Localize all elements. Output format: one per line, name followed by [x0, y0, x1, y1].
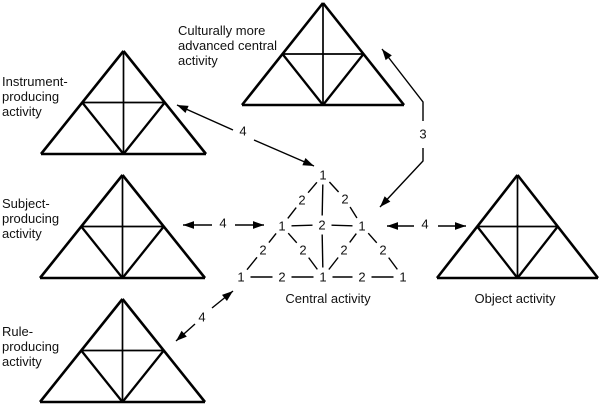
advanced-central-activity-triangle-inner-diagonal-right: [322, 53, 365, 106]
central-activity-network-node-inner-right: 2: [340, 243, 347, 258]
arrow-central-object: 4: [387, 217, 466, 232]
central-activity-network-node-inner-left: 2: [299, 243, 306, 258]
arrow-central-object-label: 4: [421, 217, 428, 232]
central-activity-network-dash-apex-center: [321, 184, 324, 216]
arrow-instrument-central-arrowhead-end: [302, 158, 314, 166]
central-activity-network-dash-inner-left-bottom-center: [308, 257, 318, 270]
subject-activity-triangle: [38, 174, 207, 280]
central-activity-network-dash-apex-upper-right: [328, 181, 340, 193]
arrow-advanced-central: 3: [379, 48, 427, 208]
central-activity-network-node-bottom-left: 1: [237, 270, 244, 285]
central-activity-network-dash-mid-left-inner-left: [287, 232, 298, 244]
rule-activity-triangle: [38, 298, 207, 404]
central-activity-network-node-lower-right-edge: 2: [379, 243, 386, 258]
arrow-instrument-central: 4: [176, 104, 315, 167]
arrow-advanced-central-label: 3: [419, 127, 426, 142]
object-activity-triangle: [435, 174, 600, 280]
object-activity-triangle-inner-diagonal-right: [516, 225, 559, 279]
central-activity-network-node-mid-left: 1: [278, 219, 285, 234]
central-activity-network-dash-center-mid-right: [331, 224, 353, 227]
arrow-subject-central-label: 4: [219, 216, 226, 231]
arrow-advanced-central-line-0: [381, 48, 424, 121]
central-activity-network-dash-mid-right-inner-right: [349, 233, 357, 243]
arrow-advanced-central-arrowhead-start: [382, 49, 392, 61]
central-activity-network-node-bottom-right: 1: [399, 270, 406, 285]
central-activity-network-dash-lower-right-edge-bottom-right: [388, 257, 398, 270]
central-activity-network-node-center: 2: [318, 218, 325, 233]
subject-activity-triangle-inner-diagonal-left: [80, 225, 124, 279]
arrow-subject-central-arrowhead-start: [183, 221, 194, 229]
central-activity-network-node-bottom-center: 1: [319, 270, 326, 285]
central-activity-network-dash-upper-left-mid-left: [287, 207, 297, 219]
arrow-subject-central: 4: [183, 216, 264, 231]
central-activity-network-dash-lower-left-edge-bottom-left: [246, 256, 258, 271]
arrow-central-object-arrowhead-start: [387, 222, 398, 230]
advanced-central-activity-triangle: [240, 2, 406, 107]
arrow-instrument-central-arrowhead-start: [177, 105, 189, 114]
arrow-instrument-central-label: 4: [239, 124, 246, 139]
central-activity-network-dash-apex-upper-left: [307, 181, 318, 194]
central-activity-network-dash-upper-right-mid-right: [349, 206, 358, 219]
arrow-rule-central-label: 4: [198, 310, 205, 325]
rule-activity-triangle-inner-diagonal-right: [121, 349, 165, 403]
arrow-rule-central-arrowhead-end: [221, 291, 233, 301]
central-activity-network-node-apex: 1: [319, 168, 326, 183]
arrow-advanced-central-arrowhead-end: [380, 196, 391, 207]
central-activity-network-node-upper-left: 2: [298, 193, 305, 208]
instrument-activity-triangle-inner-diagonal-left: [81, 101, 125, 155]
central-activity-network-node-mid-right: 1: [358, 219, 365, 234]
central-activity-network-dash-mid-right-lower-right-edge: [367, 232, 378, 244]
central-activity-network-dash-inner-right-bottom-center: [328, 257, 339, 270]
arrow-advanced-central-line-1: [379, 148, 424, 208]
arrow-rule-central: 4: [175, 290, 234, 342]
rule-activity-triangle-inner-diagonal-left: [80, 349, 124, 403]
arrow-subject-central-arrowhead-end: [253, 221, 264, 229]
central-activity-network-dash-mid-left-center: [291, 224, 313, 227]
object-activity-triangle-inner-diagonal-left: [476, 225, 519, 279]
central-activity-network-node-upper-right: 2: [341, 192, 348, 207]
advanced-central-activity-triangle-inner-diagonal-left: [281, 53, 324, 106]
arrow-central-object-arrowhead-end: [455, 222, 466, 230]
central-activity-network-node-lower-left-edge: 2: [259, 243, 266, 258]
instrument-activity-triangle-inner-diagonal-right: [122, 101, 166, 155]
central-activity-network-node-bottom-mid-right: 2: [358, 270, 365, 285]
central-activity-network-dash-center-bottom-center: [321, 234, 324, 268]
instrument-activity-triangle: [39, 50, 208, 156]
central-activity-network-dash-mid-left-lower-left-edge: [268, 233, 277, 243]
central-activity-network-node-bottom-mid-left: 2: [278, 270, 285, 285]
subject-activity-triangle-inner-diagonal-right: [121, 225, 165, 279]
arrow-rule-central-arrowhead-start: [176, 330, 187, 341]
